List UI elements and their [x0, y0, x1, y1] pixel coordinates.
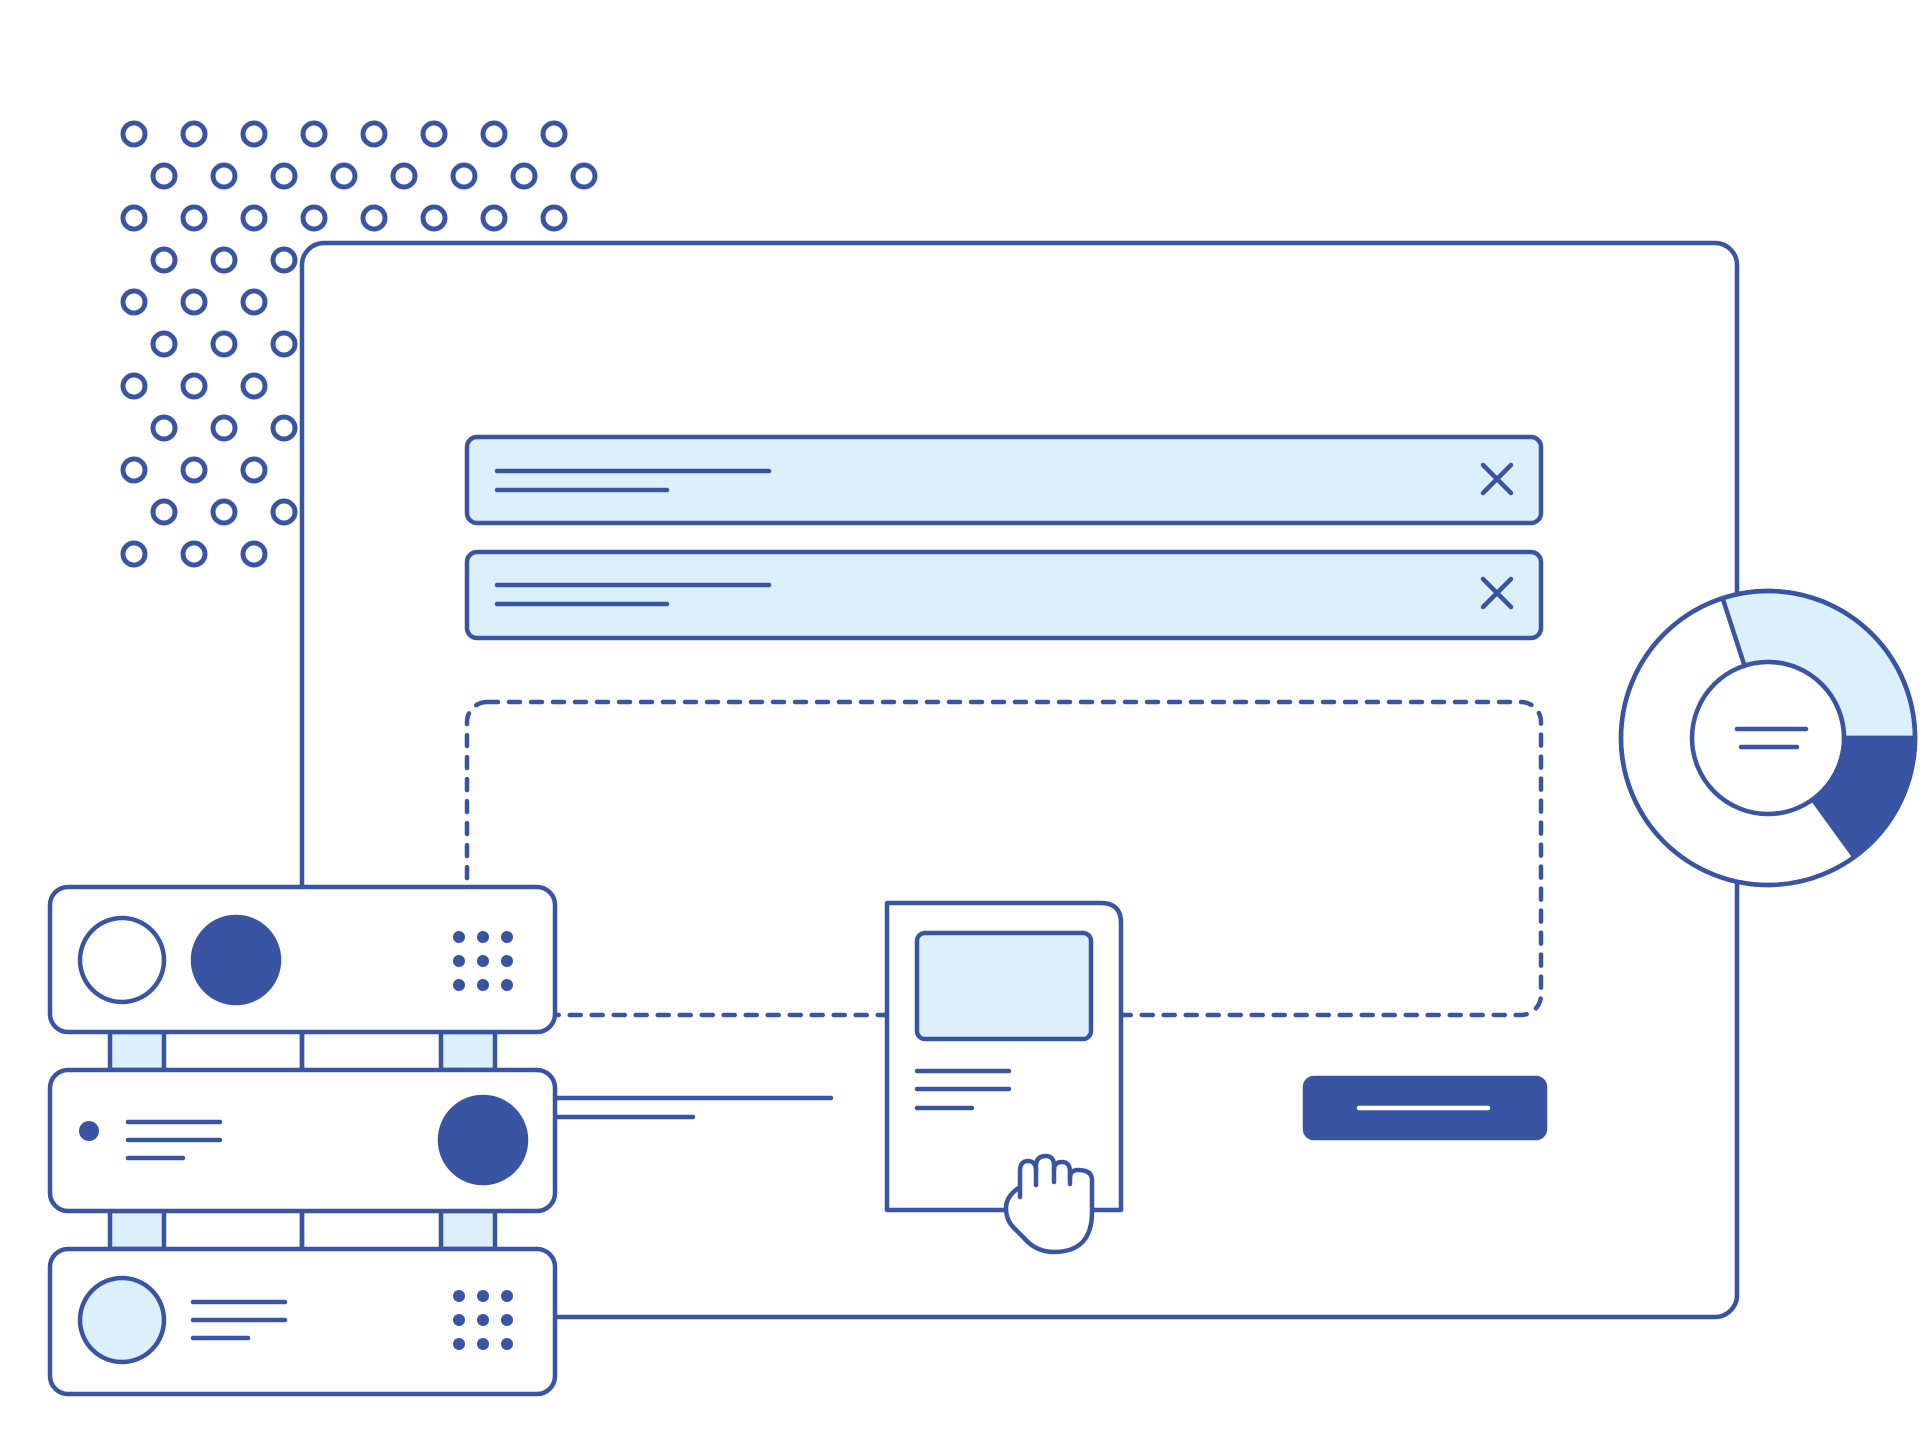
- pattern-circle: [270, 330, 298, 358]
- pattern-circle: [180, 372, 208, 400]
- server-unit-2: [47, 1067, 558, 1214]
- status-indicator-off: [77, 915, 167, 1005]
- menu-lines-icon: [1734, 726, 1809, 750]
- pattern-circle: [270, 414, 298, 442]
- status-dot: [79, 1121, 99, 1141]
- document-thumbnail: [914, 930, 1094, 1042]
- grid-dot: [501, 1290, 513, 1302]
- grid-dot: [501, 931, 513, 943]
- grid-dot: [501, 1314, 513, 1326]
- pattern-circle: [180, 204, 208, 232]
- content-text-lines: [552, 1095, 834, 1120]
- pattern-circle: [240, 372, 268, 400]
- grid-dot: [453, 979, 465, 991]
- close-icon[interactable]: [1480, 576, 1514, 610]
- pattern-circle: [150, 414, 178, 442]
- pattern-circle: [150, 330, 178, 358]
- grid-dot: [477, 1338, 489, 1350]
- pattern-circle: [270, 246, 298, 274]
- pattern-circle: [240, 204, 268, 232]
- dragged-document-card[interactable]: [884, 900, 1124, 1213]
- submit-button[interactable]: [1302, 1075, 1548, 1141]
- pattern-circle: [420, 204, 448, 232]
- pattern-circle: [150, 498, 178, 526]
- server-unit-1: [47, 884, 558, 1035]
- grid-dot: [501, 1338, 513, 1350]
- pattern-circle: [360, 204, 388, 232]
- status-indicator-on: [437, 1094, 529, 1186]
- pattern-circle: [180, 540, 208, 568]
- grid-dot: [477, 931, 489, 943]
- grid-dot: [501, 979, 513, 991]
- pattern-circle: [210, 414, 238, 442]
- notification-bar-1[interactable]: [464, 434, 1544, 526]
- grid-dot: [453, 1314, 465, 1326]
- pattern-circle: [570, 162, 598, 190]
- notification-bar-2[interactable]: [464, 549, 1544, 641]
- hand-grab-icon: [1003, 1153, 1095, 1255]
- pattern-circle: [300, 120, 328, 148]
- grid-dot: [453, 931, 465, 943]
- status-indicator-light: [77, 1275, 167, 1365]
- pattern-circle: [120, 540, 148, 568]
- pattern-circle: [180, 120, 208, 148]
- grid-dot: [453, 955, 465, 967]
- pattern-circle: [180, 288, 208, 316]
- grid-dot: [477, 955, 489, 967]
- grid-dot: [501, 955, 513, 967]
- pattern-circle: [240, 456, 268, 484]
- decorative-circle-pattern: [120, 120, 598, 568]
- pattern-circle: [510, 162, 538, 190]
- pattern-circle: [390, 162, 418, 190]
- grid-dot: [477, 1314, 489, 1326]
- donut-chart: [1618, 588, 1918, 888]
- pattern-circle: [450, 162, 478, 190]
- pattern-circle: [300, 204, 328, 232]
- grid-dot: [453, 1290, 465, 1302]
- pattern-circle: [210, 246, 238, 274]
- pattern-circle: [480, 204, 508, 232]
- status-indicator-on: [190, 914, 282, 1006]
- pattern-circle: [120, 120, 148, 148]
- pattern-circle: [420, 120, 448, 148]
- pattern-circle: [240, 540, 268, 568]
- pattern-circle: [150, 162, 178, 190]
- pattern-circle: [120, 288, 148, 316]
- pattern-circle: [150, 246, 178, 274]
- pattern-circle: [360, 120, 388, 148]
- pattern-circle: [330, 162, 358, 190]
- pattern-circle: [480, 120, 508, 148]
- pattern-circle: [240, 120, 268, 148]
- grid-dot: [477, 1290, 489, 1302]
- pattern-circle: [540, 120, 568, 148]
- server-rack: [47, 884, 558, 1397]
- dot-grid-icon: [453, 1290, 513, 1350]
- pattern-circle: [210, 162, 238, 190]
- pattern-circle: [210, 498, 238, 526]
- close-icon[interactable]: [1480, 462, 1514, 496]
- pattern-circle: [270, 498, 298, 526]
- server-unit-3: [47, 1246, 558, 1397]
- pattern-circle: [180, 456, 208, 484]
- grid-dot: [477, 979, 489, 991]
- file-drop-zone[interactable]: [464, 699, 1544, 1018]
- pattern-circle: [540, 204, 568, 232]
- pattern-circle: [270, 162, 298, 190]
- grid-dot: [453, 1338, 465, 1350]
- pattern-circle: [210, 330, 238, 358]
- pattern-circle: [240, 288, 268, 316]
- pattern-circle: [120, 456, 148, 484]
- dot-grid-icon: [453, 931, 513, 991]
- pattern-circle: [120, 204, 148, 232]
- pattern-circle: [120, 372, 148, 400]
